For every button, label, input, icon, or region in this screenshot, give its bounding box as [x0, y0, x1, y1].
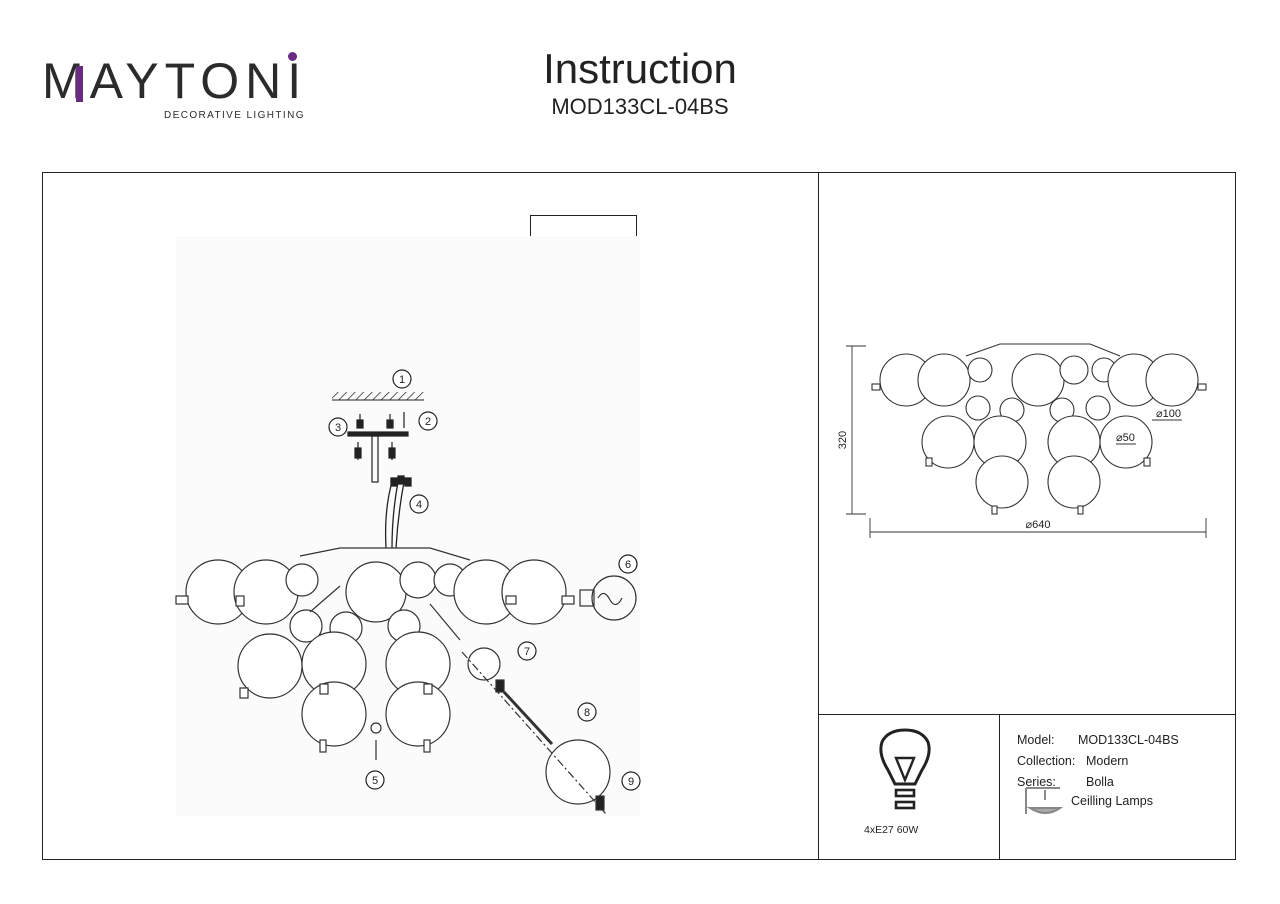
dimension-drawing [871, 343, 1207, 515]
step-marker-1 [392, 369, 412, 389]
step-label-1: 1 [399, 374, 405, 386]
brand-tagline: DECORATIVE LIGHTING [164, 110, 305, 121]
frame-divider-vertical [818, 172, 819, 860]
model-value: MOD133CL-04BS [1078, 733, 1179, 747]
collection-label: Collection: [1017, 754, 1076, 768]
ceiling-lamp-icon [1025, 787, 1064, 814]
ceiling-surface [332, 392, 424, 400]
bulb-detail [579, 575, 637, 621]
dimension-large-sphere: ⌀100 [1156, 408, 1181, 420]
lamp-spec: 4xE27 60W [864, 824, 919, 836]
wire-connector [384, 475, 412, 549]
dimension-small-sphere: ⌀50 [1116, 432, 1135, 444]
step-marker-3 [328, 417, 348, 437]
mounting-bracket [347, 412, 409, 483]
step-label-5: 5 [372, 775, 378, 787]
light-bulb-icon [879, 728, 931, 810]
logo-accent-dot [288, 52, 297, 61]
step-marker-4 [409, 494, 429, 514]
step-marker-8 [577, 702, 597, 722]
step-marker-9 [621, 771, 641, 791]
assembly-axis [370, 651, 607, 815]
step-marker-2 [418, 411, 438, 431]
document-title: Instruction [543, 45, 737, 92]
step-label-3: 3 [335, 422, 341, 434]
lamp-type: Ceilling Lamps [1071, 794, 1153, 808]
lamp-assembly [175, 547, 611, 805]
info-divider-vertical [999, 714, 1000, 860]
brand-name: MAYTONI [42, 53, 308, 109]
step-marker-7 [517, 641, 537, 661]
series-label: Series: [1017, 775, 1056, 789]
collection-value: Modern [1086, 754, 1129, 768]
document-model: MOD133CL-04BS [551, 94, 729, 119]
step-label-9: 9 [628, 776, 634, 788]
step-label-8: 8 [584, 707, 590, 719]
dimension-height: 320 [837, 431, 849, 449]
model-label: Model: [1017, 733, 1055, 747]
content-frame [42, 172, 1236, 860]
brand-logo: MAYTONI [42, 50, 312, 125]
step-label-7: 7 [524, 646, 530, 658]
series-value: Bolla [1086, 775, 1114, 789]
step-label-2: 2 [425, 416, 431, 428]
step-marker-5 [365, 770, 385, 790]
logo-accent-bar [76, 66, 83, 102]
dimension-width: ⌀640 [1026, 519, 1051, 531]
step-label-6: 6 [625, 559, 631, 571]
step-marker-6 [618, 554, 638, 574]
frame-divider-horizontal [818, 714, 1236, 715]
dimension-lines [846, 345, 1207, 538]
step-label-4: 4 [416, 499, 422, 511]
